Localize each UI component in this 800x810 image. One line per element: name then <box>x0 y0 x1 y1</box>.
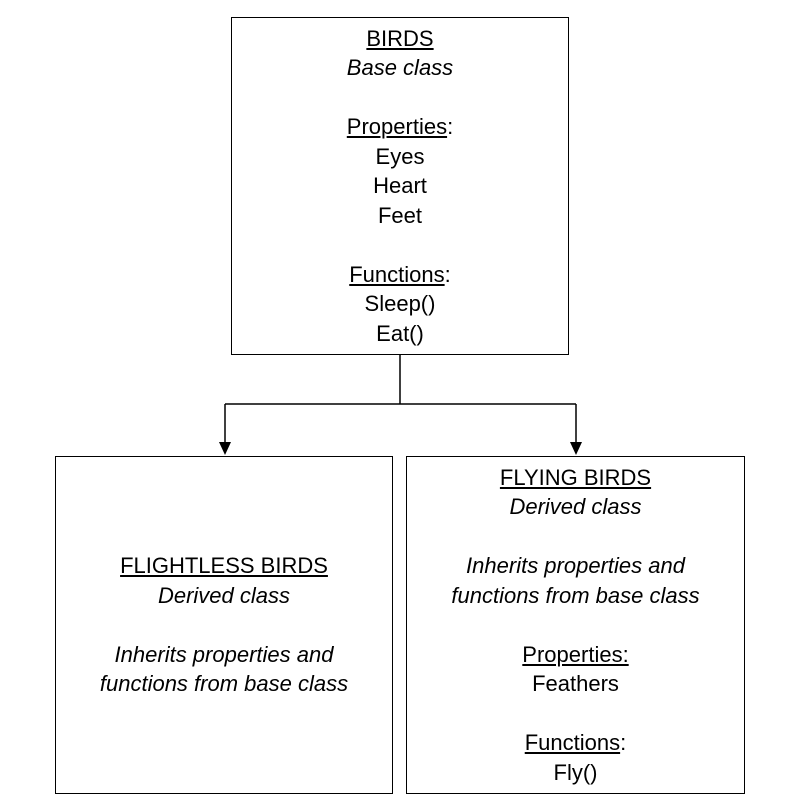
base-class-name: BIRDS <box>366 25 434 51</box>
flying-functions-heading: Functions <box>524 730 621 756</box>
base-functions-heading: Functions <box>349 261 445 287</box>
base-functions-heading-line: Functions: <box>349 261 451 287</box>
flying-inherit-note-line2: functions from base class <box>451 582 700 608</box>
base-class-box: BIRDS Base class Properties: Eyes Heart … <box>231 17 569 355</box>
flying-inherit-note-line1: Inherits properties and <box>466 553 685 579</box>
flightless-class-kind: Derived class <box>157 582 291 608</box>
base-function-item: Sleep() <box>364 291 436 317</box>
flightless-inherit-note-line2: functions from base class <box>99 671 349 697</box>
base-properties-heading: Properties <box>346 114 448 140</box>
flying-function-item: Fly() <box>553 759 598 785</box>
arrowhead-to-flightless <box>219 442 231 455</box>
flying-class-box: FLYING BIRDS Derived class Inherits prop… <box>406 456 745 794</box>
flying-property-item: Feathers <box>532 671 619 697</box>
base-function-item: Eat() <box>376 320 424 346</box>
flying-functions-heading-line: Functions: <box>524 730 627 756</box>
flightless-inherit-note-line1: Inherits properties and <box>114 641 334 667</box>
flying-class-kind: Derived class <box>509 494 642 520</box>
flying-properties-heading: Properties: <box>522 641 629 667</box>
base-properties-heading-line: Properties: <box>346 114 454 140</box>
flightless-class-box: FLIGHTLESS BIRDS Derived class Inherits … <box>55 456 393 794</box>
base-class-kind: Base class <box>346 55 454 81</box>
flightless-class-name: FLIGHTLESS BIRDS <box>120 553 328 579</box>
base-property-item: Feet <box>377 202 423 228</box>
flying-class-name: FLYING BIRDS <box>499 464 652 490</box>
base-property-item: Heart <box>373 173 427 199</box>
arrowhead-to-flying <box>570 442 582 455</box>
base-property-item: Eyes <box>375 143 425 169</box>
